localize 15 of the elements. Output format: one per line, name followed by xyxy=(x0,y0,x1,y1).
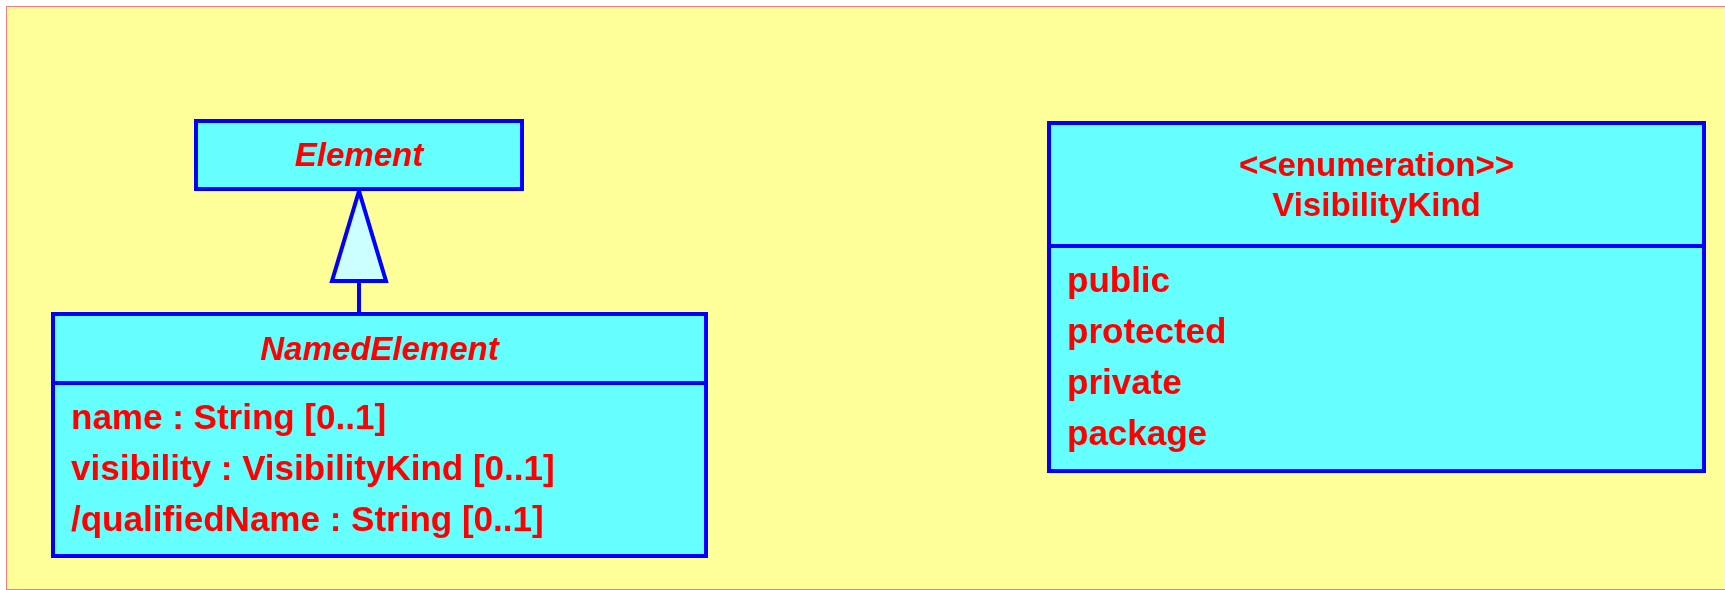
literal-text: package xyxy=(1067,412,1209,454)
attribute-text: /qualifiedName : String [0..1] xyxy=(71,498,545,540)
class-name: Element xyxy=(294,135,424,175)
literal-text: protected xyxy=(1067,310,1228,352)
literal-text: private xyxy=(1067,361,1183,403)
class-name: VisibilityKind xyxy=(1272,184,1481,225)
attribute-text: visibility : VisibilityKind [0..1] xyxy=(71,447,556,489)
generalization-arrow xyxy=(330,189,388,312)
class-box xyxy=(51,312,708,558)
class-name: NamedElement xyxy=(260,328,499,369)
attribute-text: name : String [0..1] xyxy=(71,396,388,438)
literal-text: public xyxy=(1067,259,1172,301)
class-box xyxy=(194,119,524,191)
stereotype-label: <<enumeration>> xyxy=(1238,144,1515,185)
enumeration-box xyxy=(1047,121,1706,473)
